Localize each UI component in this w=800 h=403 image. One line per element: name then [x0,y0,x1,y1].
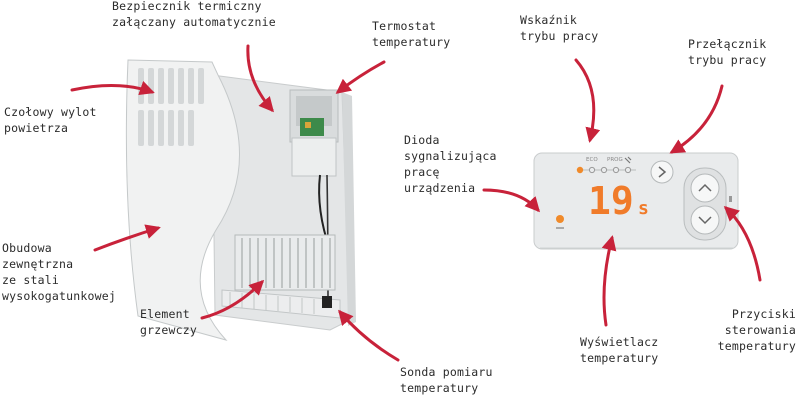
callout-arrows [70,44,762,362]
label-mode-indicator: Wskaźnik trybu pracy [520,13,599,43]
temp-down-button[interactable] [690,205,720,235]
arrow-thermal-fuse [246,44,274,113]
label-thermostat: Termostat temperatury [372,19,451,49]
mode-switch-button[interactable] [650,160,674,184]
display-digits: 19 [588,179,634,223]
label-display: Wyświetlacz temperatury [580,335,659,365]
thermostat-unit [289,89,339,301]
label-mode-switch: Przełącznik trybu pracy [688,37,767,67]
control-panel: ECO PROG 19 s [533,152,739,250]
wrench-icon [624,156,632,164]
arrow-status-led [482,188,541,213]
label-front-outlet: Czołowy wylot powietrza [4,105,97,135]
arrow-front-outlet [70,80,155,96]
label-housing: Obudowa zewnętrzna ze stali wysokogatunk… [2,241,116,303]
mode-label-eco: ECO [586,157,598,163]
front-housing [125,59,240,341]
arrow-temp-buttons [723,205,762,282]
arrow-display [601,235,617,327]
label-thermal-fuse: Bezpiecznik termiczny załączany automaty… [112,0,276,29]
label-temp-buttons: Przyciski sterowania temperatury [717,307,796,353]
status-led [556,215,564,223]
arrow-housing [93,224,161,252]
mode-indicator-row: ECO PROG [576,156,636,174]
arrow-mode-switch [669,84,724,154]
chevron-up-icon [698,183,712,192]
display-unit: s [638,198,649,219]
arrow-thermostat [335,60,386,94]
temp-up-button[interactable] [690,173,720,203]
chevron-down-icon [698,216,712,225]
mode-label-prog: PROG [607,157,623,163]
mode-led-active [576,166,584,174]
arrow-mode-indicator [574,58,601,143]
label-heating-element: Element grzewczy [140,307,197,337]
label-temp-probe: Sonda pomiaru temperatury [400,365,493,395]
lock-icon [729,196,732,202]
heating-element [221,234,341,319]
arrow-temp-probe [338,309,400,362]
label-status-led: Dioda sygnalizująca pracę urządzenia [404,133,497,195]
arrow-heating-element [200,279,265,320]
chevron-right-icon [658,166,667,178]
